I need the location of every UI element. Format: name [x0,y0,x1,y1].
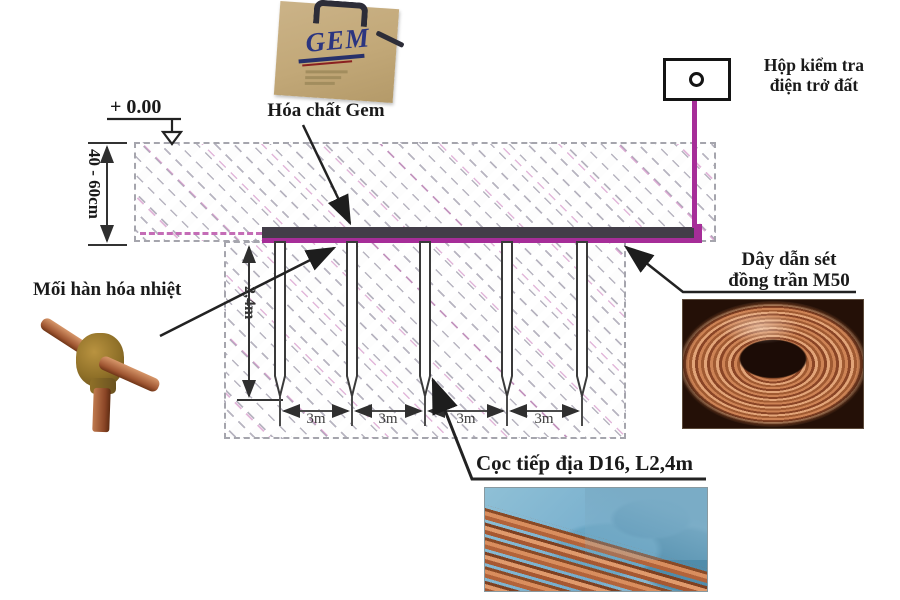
rod-spacing-label: 3m [456,411,476,427]
elevation-label: + 0.00 [110,96,162,118]
depth-range-label: 40 - 60cm [85,149,104,219]
bare-copper-conductor-line [262,238,702,243]
gem-brand-text: GEM [304,22,372,58]
bag-fine-print [304,81,335,85]
rod-spacing-label: 3m [534,411,554,427]
conductor-label-line2: đồng trần M50 [728,270,850,291]
rod-spacing-label: 3m [306,411,326,427]
earth-resistance-test-box [663,58,731,101]
test-box-label-line1: Hộp kiểm tra [763,55,865,75]
gem-filled-conductor-bar [262,227,696,238]
test-terminal-icon [689,72,704,87]
upper-soil-layer [134,142,716,242]
deep-soil-block [224,241,626,439]
exothermic-weld-label: Mối hàn hóa nhiệt [33,279,182,300]
test-box-label: Hộp kiểm tra điện trở đất [735,55,893,95]
elevation-marker [107,117,184,146]
photo-background [584,488,707,561]
exothermic-weld-photo [38,302,170,437]
conductor-end-riser [694,224,702,243]
weld-bottom-rod [92,387,111,433]
conductor-label-line1: Dây dẫn sét [741,249,837,270]
conductor-label: Dây dẫn sét đồng trần M50 [702,249,876,291]
test-box-label-line2: điện trở đất [769,75,859,95]
rod-spacing-label: 3m [378,411,398,427]
ground-rod-label: Cọc tiếp địa D16, L2,4m [476,451,693,475]
hidden-conductor-dashed-line [140,232,262,235]
gem-chemical-label: Hóa chất Gem [267,100,385,121]
copper-wire-coil-photo [683,300,863,428]
bag-fine-print [305,76,342,80]
rod-length-label: 2,4m [241,286,258,320]
bag-fine-print [305,70,348,74]
gem-chemical-bag: GEM [273,0,405,104]
ground-rods-photo [485,488,707,591]
coil-highlight [719,310,800,344]
riser-wire-to-test-box [692,80,697,228]
